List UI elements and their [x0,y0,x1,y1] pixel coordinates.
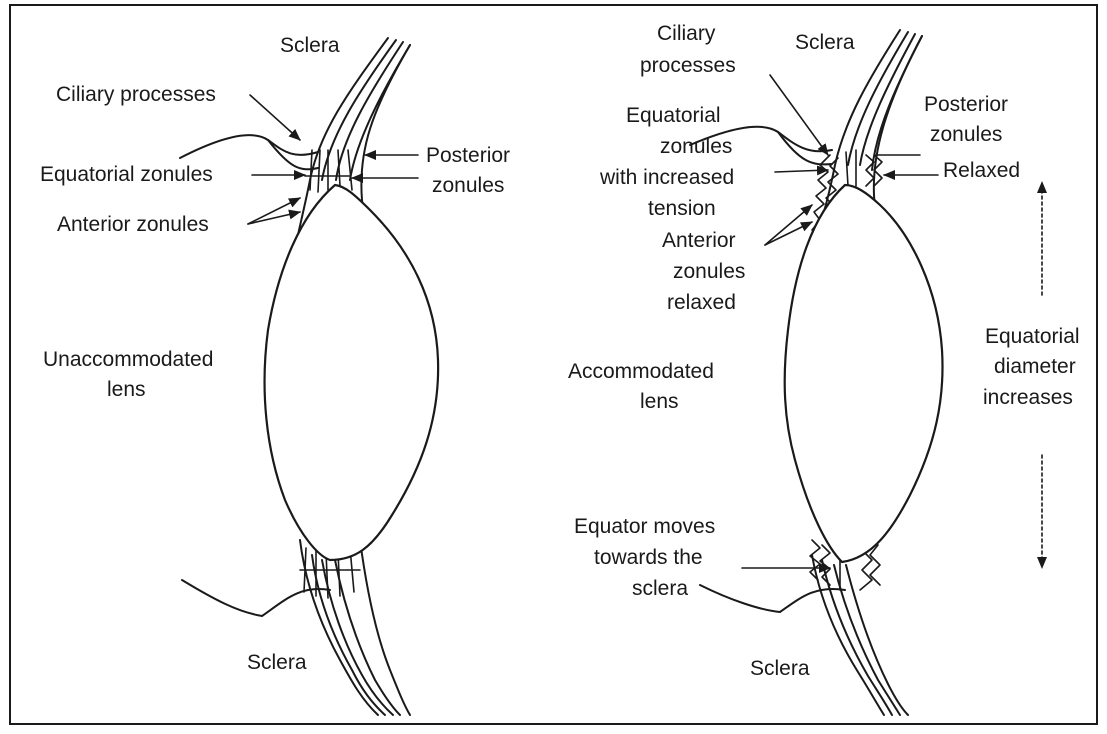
left-posterior-zonules-line-1: Posterior [426,144,510,167]
left-sclera-top-label: Sclera [280,34,340,57]
right-posterior-zonules-line-2: zonules [930,123,1002,146]
right-lens-outline [785,185,943,562]
right-equator-moves-line-2: towards the [594,546,703,569]
right-ciliary-leader [770,75,828,155]
left-lens-label-line-2: lens [107,378,146,401]
left-lens-label-line-1: Unaccommodated [43,348,213,371]
right-equator-moves-line-1: Equator moves [574,515,715,538]
left-anterior-leader-2 [248,212,300,224]
right-equator-moves-line-3: sclera [632,577,688,600]
right-panel: Ciliary processes Sclera Equatorial zonu… [568,22,1080,715]
left-lens-outline [265,185,439,560]
left-panel: Sclera Ciliary processes Equatorial zonu… [40,34,510,715]
left-anterior-leader-1 [248,198,300,224]
right-anterior-zonules-line-3: relaxed [667,291,736,314]
right-diameter-label-line-1: Equatorial [985,325,1080,348]
right-ciliary-processes-line-1: Ciliary [657,22,716,45]
right-sclera-bottom-label: Sclera [750,657,810,680]
left-posterior-zonules-line-2: zonules [432,174,504,197]
right-lens-label-line-1: Accommodated [568,360,714,383]
right-anterior-zonules-line-2: zonules [673,260,745,283]
right-sclera-top-label: Sclera [795,31,855,54]
right-anterior-zonules-line-1: Anterior [662,229,736,252]
right-equatorial-leader [775,170,828,172]
right-equatorial-zonules-line-3: with increased [599,166,734,189]
left-ciliary-leader [250,95,300,140]
right-posterior-zonules-line-1: Posterior [924,93,1008,116]
left-ciliary-processes-label: Ciliary processes [56,83,216,106]
right-equatorial-zonules-line-4: tension [648,197,716,220]
left-ciliary-process-bottom [182,580,330,616]
right-equatorial-zonules-line-2: zonules [660,135,732,158]
left-sclera-bottom-label: Sclera [247,651,307,674]
left-anterior-zonules-label: Anterior zonules [57,213,209,236]
right-equatorial-zonules-line-1: Equatorial [626,104,721,127]
right-diameter-label-line-2: diameter [994,355,1076,378]
right-diameter-label-line-3: increases [983,386,1073,409]
right-relaxed-label: Relaxed [943,159,1020,182]
right-ciliary-processes-line-2: processes [640,54,736,77]
left-equatorial-zonules-label: Equatorial zonules [40,163,213,186]
right-lens-label-line-2: lens [640,390,679,413]
